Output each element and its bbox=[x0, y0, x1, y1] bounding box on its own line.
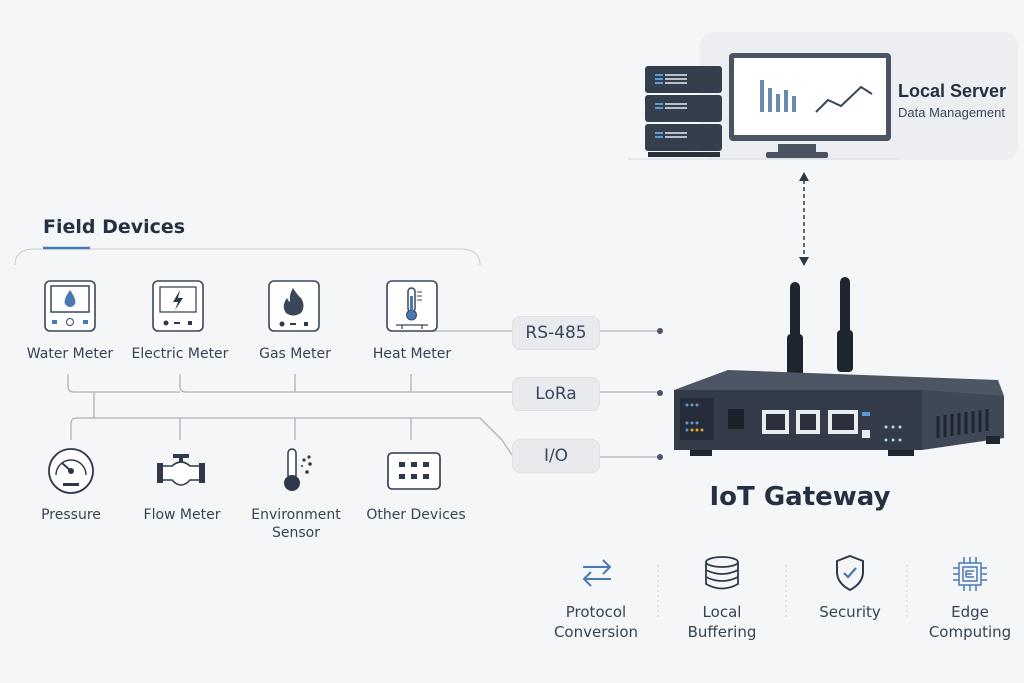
heat-meter-icon bbox=[386, 280, 438, 332]
monitor-icon bbox=[729, 53, 891, 158]
other-devices-icon bbox=[387, 452, 441, 490]
pressure-gauge-icon bbox=[48, 448, 94, 494]
device-label: Heat Meter bbox=[372, 346, 452, 362]
environment-sensor-icon bbox=[284, 448, 312, 491]
device-label: Water Meter bbox=[26, 346, 114, 362]
feature-label: Protocol Conversion bbox=[553, 603, 639, 641]
iot-gateway-device bbox=[674, 277, 1004, 456]
gateway-title: IoT Gateway bbox=[709, 482, 891, 512]
server-rack-icon bbox=[645, 66, 722, 157]
chip-icon bbox=[953, 557, 987, 591]
device-label: Flow Meter bbox=[143, 507, 221, 523]
device-label: Gas Meter bbox=[259, 346, 331, 362]
swap-arrows-icon bbox=[582, 559, 612, 587]
electric-meter-icon bbox=[152, 280, 204, 332]
feature-label: Edge Computing bbox=[928, 603, 1012, 641]
local-server-subtitle: Data Management bbox=[898, 105, 1005, 120]
device-label: Pressure bbox=[41, 507, 101, 523]
server-monitor-illustration bbox=[628, 53, 898, 160]
local-server-title: Local Server bbox=[898, 81, 1007, 101]
database-icon bbox=[705, 556, 739, 590]
feature-label: Local Buffering bbox=[687, 603, 757, 641]
water-meter-icon bbox=[44, 280, 96, 332]
shield-check-icon bbox=[836, 554, 864, 592]
feature-label: Security bbox=[819, 603, 881, 621]
field-devices-title: Field Devices bbox=[43, 216, 186, 238]
interface-rs485: RS-485 bbox=[512, 316, 600, 350]
gas-meter-icon bbox=[268, 280, 320, 332]
interface-lora: LoRa bbox=[512, 377, 600, 411]
antenna-icon bbox=[840, 277, 850, 347]
interface-io: I/O bbox=[512, 439, 600, 473]
device-label: Other Devices bbox=[366, 507, 466, 523]
flow-valve-icon bbox=[157, 454, 205, 486]
device-label: Environment Sensor bbox=[251, 507, 341, 541]
device-label: Electric Meter bbox=[131, 346, 229, 362]
